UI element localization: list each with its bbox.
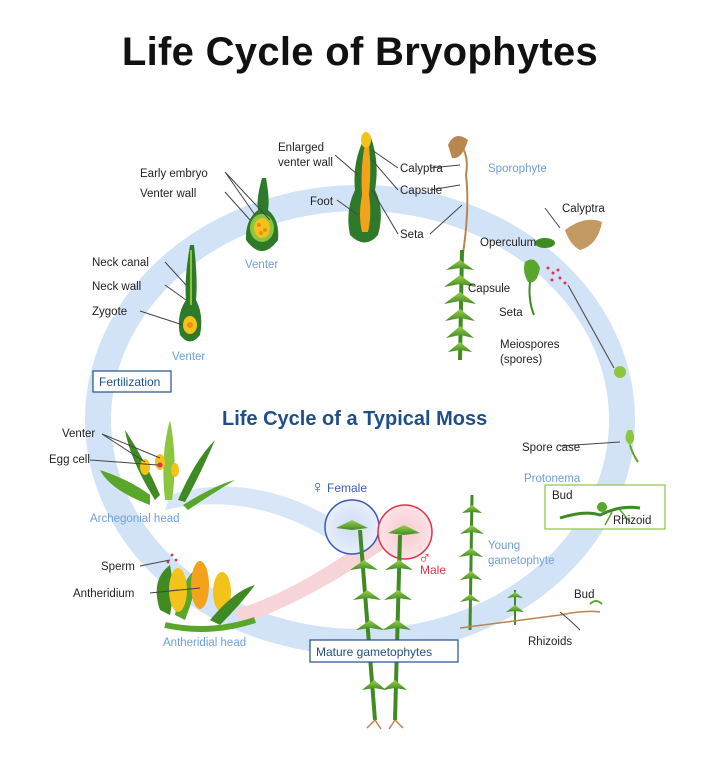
- label-male: Male: [420, 563, 446, 577]
- young-gametophyte: [459, 494, 603, 631]
- label-calyptra-right: Calyptra: [562, 203, 605, 215]
- antheridial-head: [156, 553, 256, 632]
- label-foot: Foot: [310, 196, 334, 208]
- archegonial-head: [100, 420, 235, 510]
- label-enlarged-2: venter wall: [278, 157, 333, 169]
- protonema-box: [544, 484, 666, 530]
- label-antheridium: Antheridium: [73, 588, 134, 600]
- archegonium-early-embryo: [245, 178, 279, 251]
- label-rhizoid: Rhizoid: [613, 515, 651, 527]
- female-symbol-icon: ♀: [311, 477, 325, 497]
- label-fertilization: Fertilization: [99, 375, 160, 389]
- fertilization-box: [92, 370, 172, 393]
- label-venter-wall: Venter wall: [140, 188, 196, 200]
- label-archegonial-head: Archegonial head: [90, 513, 180, 525]
- label-capsule-right: Capsule: [468, 283, 510, 295]
- mature-gametophyte-plants: [336, 520, 420, 730]
- label-protonema: Protonema: [524, 473, 581, 485]
- label-meiospores-2: (spores): [500, 354, 542, 366]
- label-seta-right: Seta: [499, 307, 523, 319]
- calyptra-operculum-capsule: [524, 219, 626, 378]
- female-wedge: [165, 486, 335, 540]
- label-bud-box: Bud: [552, 490, 572, 502]
- center-title: Life Cycle of a Typical Moss: [222, 408, 487, 430]
- label-antheridial-head: Antheridial head: [163, 637, 246, 649]
- label-female: Female: [327, 481, 367, 495]
- label-spore-case: Spore case: [522, 442, 580, 454]
- label-egg-cell: Egg cell: [49, 454, 90, 466]
- label-mature-gametophytes: Mature gametophytes: [316, 645, 432, 659]
- label-neck-canal: Neck canal: [92, 257, 149, 269]
- label-capsule-top: Capsule: [400, 185, 442, 197]
- label-meiospores-1: Meiospores: [500, 339, 560, 351]
- label-operculum: Operculum: [480, 237, 536, 249]
- label-venter-lower: Venter: [172, 351, 205, 363]
- label-calyptra-top: Calyptra: [400, 163, 443, 175]
- male-symbol-icon: ♂: [418, 548, 432, 568]
- label-venter-upper: Venter: [245, 259, 278, 271]
- label-sporophyte: Sporophyte: [488, 163, 547, 175]
- mature-gametophytes-box: [309, 639, 459, 663]
- archegonium-enlarged-venter: [348, 132, 381, 243]
- moss-with-sporophyte: [444, 136, 476, 361]
- label-rhizoids: Rhizoids: [528, 636, 572, 648]
- label-bud: Bud: [574, 589, 594, 601]
- label-zygote: Zygote: [92, 306, 127, 318]
- archegonium-zygote: [178, 245, 202, 342]
- label-enlarged-1: Enlarged: [278, 142, 324, 154]
- label-young-gametophyte-1: Young: [488, 540, 520, 552]
- diagram-title: Life Cycle of Bryophytes: [121, 30, 599, 74]
- spore-case: [625, 430, 639, 463]
- leader-lines: [89, 149, 621, 631]
- label-young-gametophyte-2: gametophyte: [488, 555, 555, 567]
- label-neck-wall: Neck wall: [92, 281, 141, 293]
- label-sperm: Sperm: [101, 561, 135, 573]
- label-venter-arch: Venter: [62, 428, 95, 440]
- label-seta-top: Seta: [400, 229, 424, 241]
- label-early-embryo: Early embryo: [140, 168, 208, 180]
